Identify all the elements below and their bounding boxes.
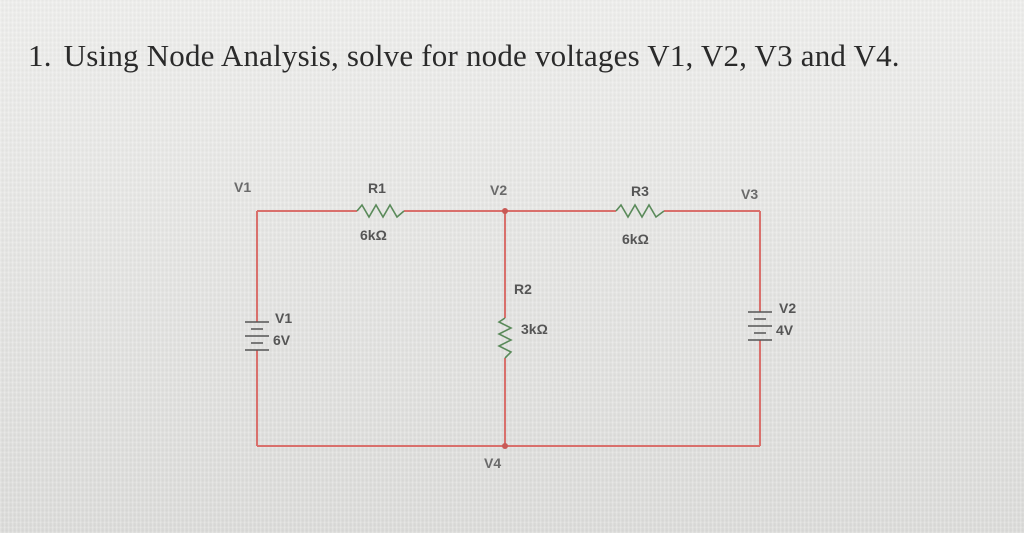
resistor-r2 xyxy=(497,317,513,359)
node-label-v1: V1 xyxy=(234,179,251,195)
wires xyxy=(256,210,761,447)
question-number: 1. xyxy=(28,38,52,73)
battery-v2 xyxy=(748,311,772,341)
r2-name: R2 xyxy=(514,281,532,297)
node-label-v4: V4 xyxy=(484,455,501,471)
resistor-r3 xyxy=(615,203,665,219)
battery-v1 xyxy=(245,321,269,351)
node-label-v2: V2 xyxy=(490,182,507,198)
r3-name: R3 xyxy=(631,183,649,199)
resistor-r1 xyxy=(356,203,405,219)
node-label-v3: V3 xyxy=(741,186,758,202)
r2-value: 3kΩ xyxy=(521,321,548,337)
junction-v4 xyxy=(502,443,508,449)
source2-name: V2 xyxy=(779,300,796,316)
source1-name: V1 xyxy=(275,310,292,326)
source1-value: 6V xyxy=(273,332,291,348)
r1-name: R1 xyxy=(368,180,386,196)
r1-value: 6kΩ xyxy=(360,227,387,243)
question-text: 1. Using Node Analysis, solve for node vo… xyxy=(28,38,900,74)
junction-v2 xyxy=(502,208,508,214)
r3-value: 6kΩ xyxy=(622,231,649,247)
question-body: Using Node Analysis, solve for node volt… xyxy=(63,38,900,73)
source2-value: 4V xyxy=(776,322,794,338)
